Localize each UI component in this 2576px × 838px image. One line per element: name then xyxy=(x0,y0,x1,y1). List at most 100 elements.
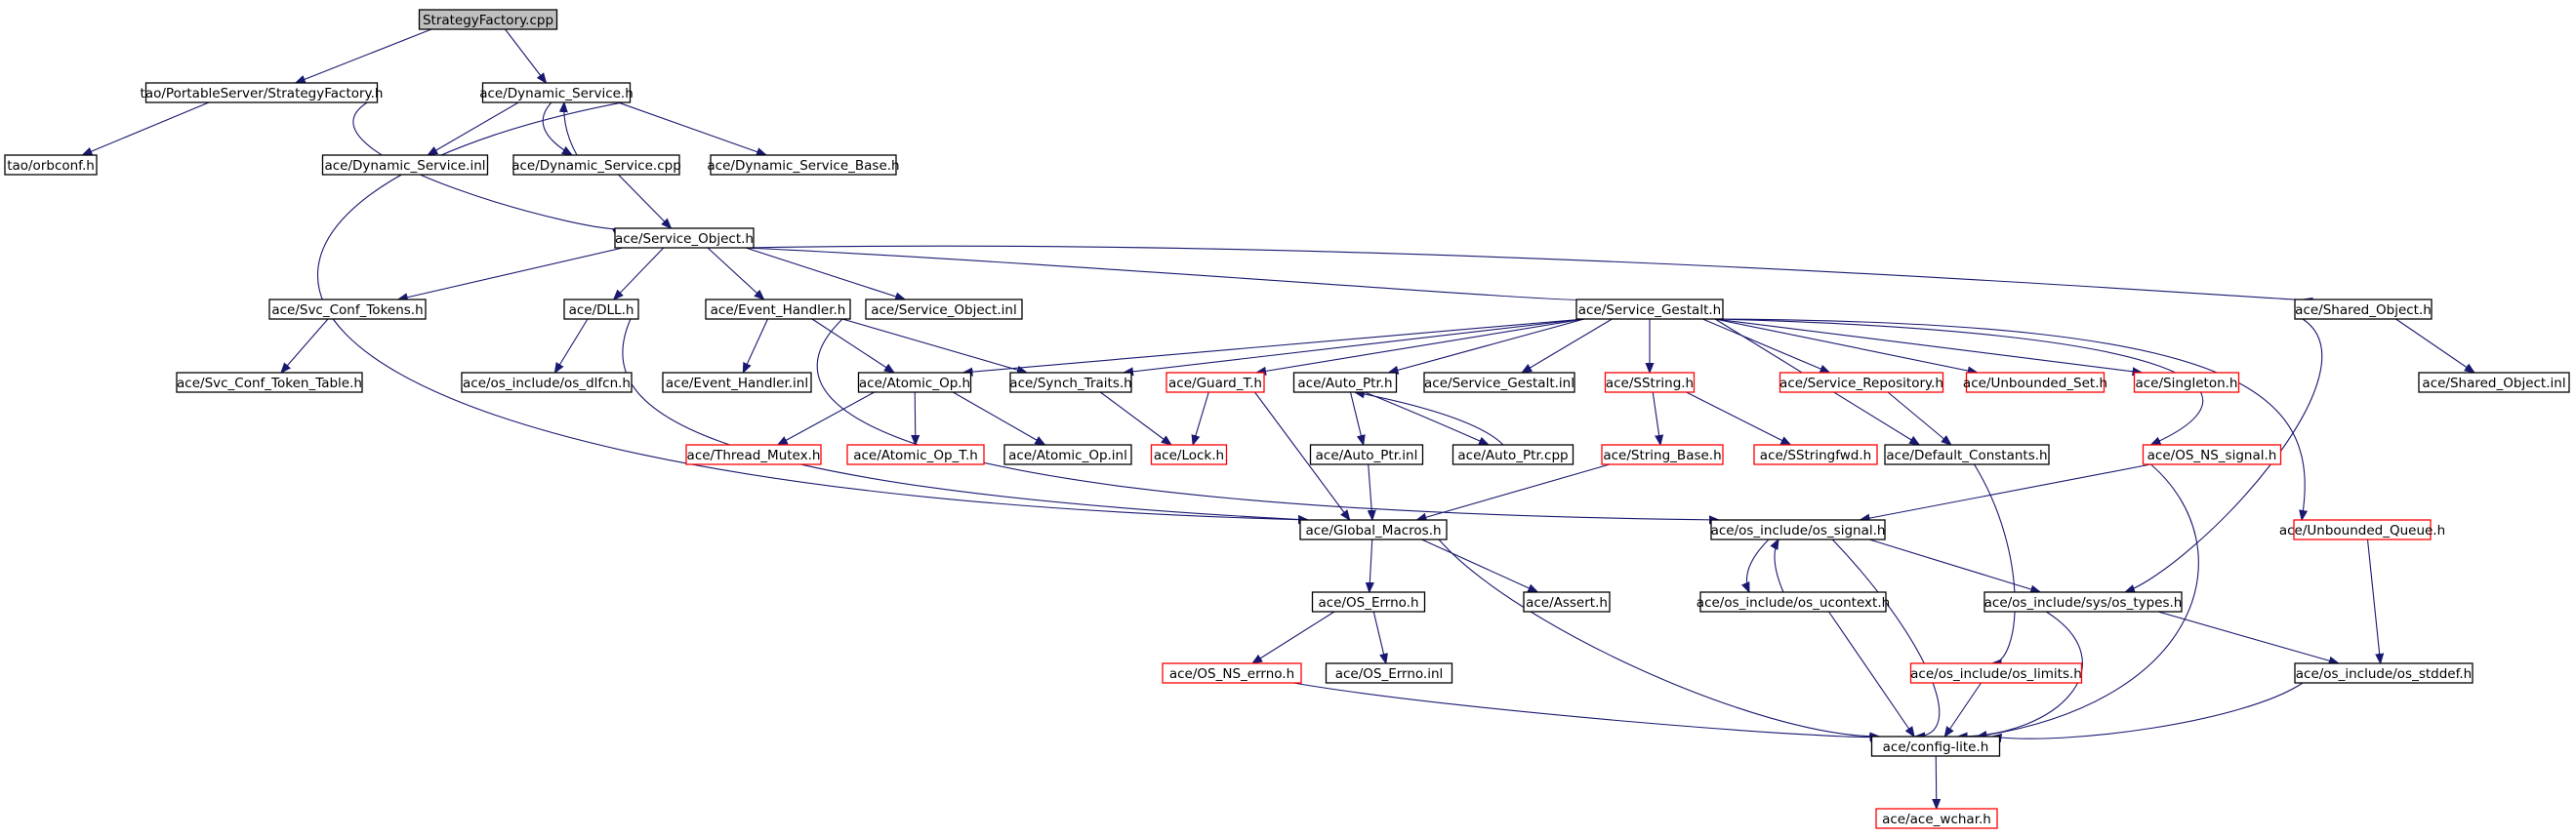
node-box xyxy=(865,299,1023,320)
node-svc-conf-token-table[interactable]: ace/Svc_Conf_Token_Table.h xyxy=(176,372,363,393)
node-box xyxy=(1003,444,1132,465)
node-dyn-service-base[interactable]: ace/Dynamic_Service_Base.h xyxy=(707,154,900,176)
node-os-errno-inl[interactable]: ace/OS_Errno.inl xyxy=(1325,662,1453,684)
node-string-base[interactable]: ace/String_Base.h xyxy=(1601,444,1724,465)
node-label: ace/OS_Errno.h xyxy=(1318,595,1418,611)
node-label: ace/Singleton.h xyxy=(2135,376,2237,391)
node-label: ace/os_include/os_ucontext.h xyxy=(1697,595,1890,611)
node-sstringfwd[interactable]: ace/SStringfwd.h xyxy=(1753,444,1878,465)
node-box xyxy=(1983,591,2183,613)
node-box xyxy=(2133,372,2240,393)
node-service-object-h[interactable]: ace/Service_Object.h xyxy=(614,227,755,249)
node-label: ace/Guard_T.h xyxy=(1168,376,1262,391)
node-box xyxy=(1162,662,1302,684)
node-box xyxy=(2418,372,2570,393)
node-unbounded-queue[interactable]: ace/Unbounded_Queue.h xyxy=(2279,519,2445,540)
edge-service_gestalt_h-to-service_repository xyxy=(1702,318,1829,373)
edge-event_handler_h-to-os_signal xyxy=(816,318,1719,520)
edge-service_object_h-to-service_object_inl xyxy=(745,247,905,299)
node-atomic-op-t[interactable]: ace/Atomic_Op_T.h xyxy=(846,444,985,465)
node-event-handler-h[interactable]: ace/Event_Handler.h xyxy=(705,299,851,320)
node-config-lite[interactable]: ace/config-lite.h xyxy=(1870,736,2001,757)
node-singleton[interactable]: ace/Singleton.h xyxy=(2133,372,2240,393)
edge-root-to-dyn_service_h xyxy=(505,28,547,83)
node-dyn-service-h[interactable]: ace/Dynamic_Service.h xyxy=(479,82,634,103)
node-box xyxy=(176,372,363,393)
node-default-constants[interactable]: ace/Default_Constants.h xyxy=(1884,444,2050,465)
node-shared-object-h[interactable]: ace/Shared_Object.h xyxy=(2294,299,2433,320)
node-auto-ptr-h[interactable]: ace/Auto_Ptr.h xyxy=(1292,372,1398,393)
edge-unbounded_queue-to-os_stddef xyxy=(2366,539,2381,663)
node-os-stddef[interactable]: ace/os_include/os_stddef.h xyxy=(2294,662,2474,684)
node-dyn-service-inl[interactable]: ace/Dynamic_Service.inl xyxy=(321,154,489,176)
node-box xyxy=(614,227,755,249)
node-root[interactable]: StrategyFactory.cpp xyxy=(418,9,558,30)
node-service-gestalt-inl[interactable]: ace/Service_Gestalt.inl xyxy=(1423,372,1575,393)
node-lock-h[interactable]: ace/Lock.h xyxy=(1150,444,1228,465)
edge-tao_ps_sf-to-orbconf xyxy=(82,101,210,155)
node-auto-ptr-cpp[interactable]: ace/Auto_Ptr.cpp xyxy=(1452,444,1574,465)
node-os-errno-h[interactable]: ace/OS_Errno.h xyxy=(1311,591,1426,613)
node-box xyxy=(1009,372,1132,393)
node-os-ucontext[interactable]: ace/os_include/os_ucontext.h xyxy=(1697,591,1890,613)
node-auto-ptr-inl[interactable]: ace/Auto_Ptr.inl xyxy=(1309,444,1424,465)
edge-service_gestalt_h-to-singleton xyxy=(1714,318,2143,373)
node-dll-h[interactable]: ace/DLL.h xyxy=(563,299,639,320)
node-service-gestalt-h[interactable]: ace/Service_Gestalt.h xyxy=(1575,299,1724,320)
edge-event_handler_h-to-synch_traits xyxy=(841,318,1027,373)
node-label: ace/String_Base.h xyxy=(1603,448,1721,463)
node-label: ace/Thread_Mutex.h xyxy=(687,448,821,463)
node-os-signal[interactable]: ace/os_include/os_signal.h xyxy=(1710,519,1886,540)
node-box xyxy=(710,154,897,176)
node-unbounded-set[interactable]: ace/Unbounded_Set.h xyxy=(1963,372,2107,393)
node-dyn-service-cpp[interactable]: ace/Dynamic_Service.cpp xyxy=(511,154,681,176)
edge-os_errno_h-to-os_errno_inl xyxy=(1372,611,1386,663)
node-label: ace/Service_Object.inl xyxy=(871,302,1017,318)
node-os-ns-errno[interactable]: ace/OS_NS_errno.h xyxy=(1162,662,1302,684)
node-box xyxy=(662,372,812,393)
node-orbconf[interactable]: tao/orbconf.h xyxy=(4,154,98,176)
node-box xyxy=(144,82,379,103)
node-os-dlfcn[interactable]: ace/os_include/os_dlfcn.h xyxy=(461,372,633,393)
node-box xyxy=(1909,662,2083,684)
edge-os_errno_h-to-os_ns_errno xyxy=(1252,611,1335,663)
edge-auto_ptr_cpp-to-auto_ptr_h xyxy=(1355,392,1504,446)
node-box xyxy=(1604,372,1696,393)
edge-guard_t-to-global_macros xyxy=(1254,391,1350,520)
edge-os_sys_types-to-os_stddef xyxy=(2157,611,2339,663)
node-ace-wchar[interactable]: ace/ace_wchar.h xyxy=(1875,808,1998,829)
node-label: ace/Unbounded_Set.h xyxy=(1963,376,2107,391)
node-box xyxy=(268,299,427,320)
node-box xyxy=(461,372,633,393)
node-thread-mutex[interactable]: ace/Thread_Mutex.h xyxy=(685,444,822,465)
edge-atomic_op_h-to-thread_mutex xyxy=(778,391,876,445)
node-assert-h[interactable]: ace/Assert.h xyxy=(1523,591,1611,613)
node-os-ns-signal[interactable]: ace/OS_NS_signal.h xyxy=(2142,444,2282,465)
node-label: ace/Event_Handler.inl xyxy=(666,376,808,391)
node-guard-t[interactable]: ace/Guard_T.h xyxy=(1165,372,1265,393)
node-os-sys-types[interactable]: ace/os_include/sys/os_types.h xyxy=(1983,591,2183,613)
node-synch-traits[interactable]: ace/Synch_Traits.h xyxy=(1009,372,1132,393)
edge-service_gestalt_h-to-unbounded_set xyxy=(1714,318,1978,373)
node-box xyxy=(481,82,632,103)
node-global-macros[interactable]: ace/Global_Macros.h xyxy=(1299,519,1448,540)
node-label: ace/Shared_Object.h xyxy=(2295,302,2432,318)
edge-sstring_h-to-string_base xyxy=(1652,391,1660,445)
edge-auto_ptr_h-to-auto_ptr_cpp xyxy=(1364,391,1489,445)
node-service-object-inl[interactable]: ace/Service_Object.inl xyxy=(865,299,1023,320)
node-service-repository[interactable]: ace/Service_Repository.h xyxy=(1779,372,1944,393)
node-label: ace/Auto_Ptr.inl xyxy=(1316,448,1418,463)
node-sstring-h[interactable]: ace/SString.h xyxy=(1604,372,1696,393)
node-shared-object-inl[interactable]: ace/Shared_Object.inl xyxy=(2418,372,2570,393)
node-tao-ps-sf[interactable]: tao/PortableServer/StrategyFactory.h xyxy=(141,82,384,103)
edge-root-to-tao_ps_sf xyxy=(296,28,432,83)
node-atomic-op-inl[interactable]: ace/Atomic_Op.inl xyxy=(1003,444,1132,465)
node-label: ace/ace_wchar.h xyxy=(1882,812,1991,827)
node-svc-conf-tokens[interactable]: ace/Svc_Conf_Tokens.h xyxy=(268,299,427,320)
node-label: ace/os_include/os_signal.h xyxy=(1711,523,1886,539)
node-layer: StrategyFactory.cpp tao/PortableServer/St… xyxy=(4,9,2570,829)
node-box xyxy=(685,444,822,465)
node-os-limits[interactable]: ace/os_include/os_limits.h xyxy=(1909,662,2083,684)
node-atomic-op-h[interactable]: ace/Atomic_Op.h xyxy=(857,372,972,393)
node-event-handler-inl[interactable]: ace/Event_Handler.inl xyxy=(662,372,812,393)
